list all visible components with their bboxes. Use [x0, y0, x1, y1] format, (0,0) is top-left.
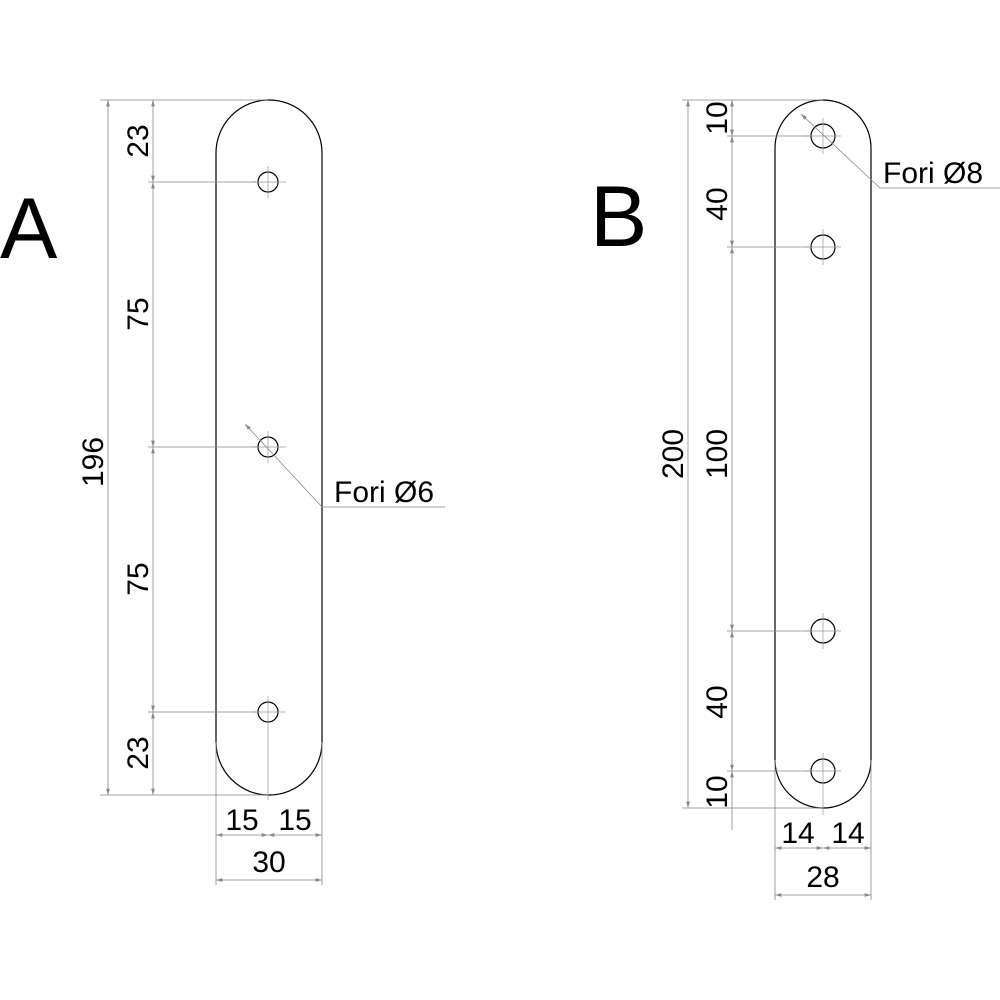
dim-segment: 10: [701, 775, 734, 808]
plate-a-outline: [215, 99, 323, 796]
dim-half-width: 14: [831, 817, 864, 850]
dim-segment: 75: [122, 297, 155, 330]
plate-a-holes: [252, 166, 286, 800]
dim-total-width: 28: [806, 861, 839, 894]
part-a-label: A: [0, 181, 58, 277]
dim-segment: 10: [701, 101, 734, 134]
dim-segment: 23: [122, 736, 155, 769]
dim-half-width: 15: [225, 804, 258, 837]
part-a: A 196 23 75 75 23 15 15 30 Fori Ø6: [0, 99, 445, 885]
dim-total-width: 30: [252, 846, 285, 879]
dim-total-height: 200: [657, 429, 690, 479]
dim-segment: 100: [701, 429, 734, 479]
dim-total-height: 196: [77, 437, 110, 487]
dim-segment: 75: [122, 562, 155, 595]
plate-b-outline: [774, 99, 872, 809]
hole-note: Fori Ø6: [334, 476, 434, 509]
dim-half-width: 14: [781, 817, 814, 850]
hole-note: Fori Ø8: [883, 157, 983, 190]
plate-b-holes: [805, 118, 841, 815]
part-b-label: B: [590, 169, 647, 265]
dim-half-width: 15: [278, 804, 311, 837]
dim-segment: 40: [701, 187, 734, 220]
part-b: B 200 10 40 100 40 10 14 14 28 Fori Ø8: [590, 99, 1000, 900]
dim-segment: 23: [122, 124, 155, 157]
dim-segment: 40: [701, 685, 734, 718]
